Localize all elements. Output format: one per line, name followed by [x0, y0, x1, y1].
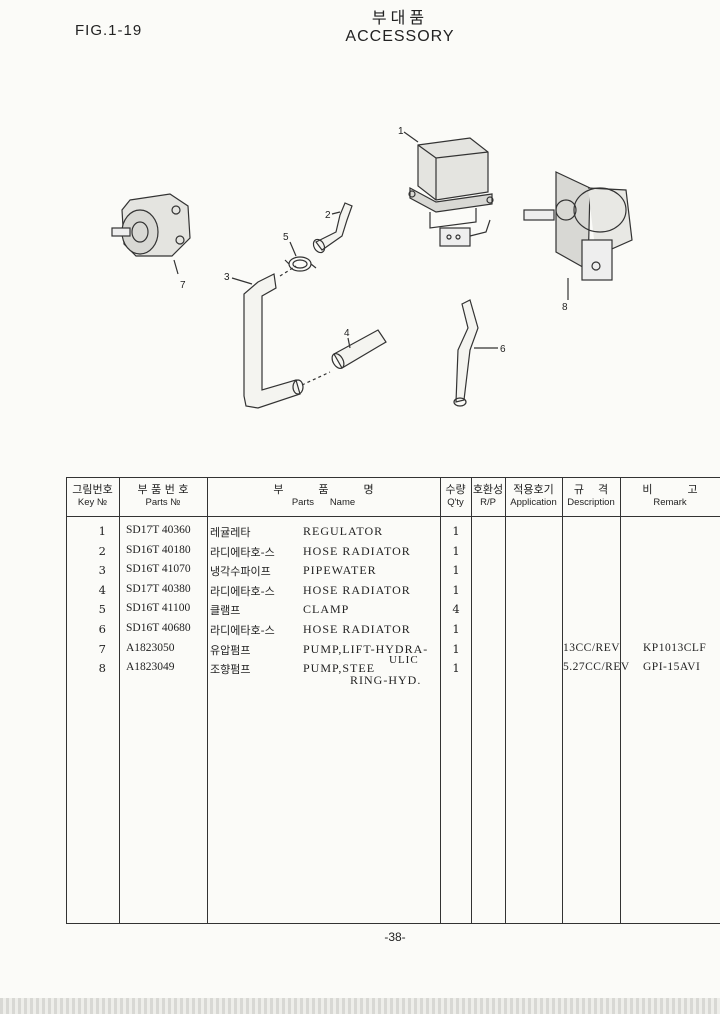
callout-1: 1	[398, 126, 404, 137]
row-key: 8	[98, 661, 106, 676]
row-quantity: 1	[452, 582, 460, 597]
table-top-rule	[66, 477, 720, 478]
row-key: 3	[98, 563, 106, 578]
table-row: 8 A1823049 조향펌프 PUMP,STEE 1 5.27CC/REV GPI-15A…	[66, 661, 720, 680]
row-part-number: SD16T 40180	[126, 543, 191, 556]
row-key: 6	[98, 622, 106, 636]
row-quantity: 1	[452, 641, 460, 656]
row-part-number: A1823049	[126, 661, 175, 674]
row-name-english: HOSE RADIATOR	[303, 582, 411, 597]
page-title-english: ACCESSORY	[345, 28, 455, 45]
page-number: -38-	[384, 930, 406, 944]
row-key: 7	[98, 641, 106, 656]
callout-7: 7	[180, 280, 186, 291]
callout-4: 4	[344, 328, 350, 339]
row-part-number: SD17T 40380	[126, 582, 191, 595]
row-name-korean: 유압펌프	[210, 643, 251, 657]
row-part-number: SD16T 41100	[126, 602, 191, 615]
row-key: 2	[98, 543, 106, 558]
row-name-korean: 라디에타호-스	[210, 584, 275, 598]
table-row: 1 SD17T 40360 레귤레타 REGULATOR 1	[66, 524, 720, 543]
hose-radiator-4-illustration	[331, 329, 387, 369]
callout-2: 2	[325, 210, 331, 221]
steering-pump-illustration	[523, 171, 633, 300]
table-row: 6 SD16T 40680 라디에타호-스 HOSE RADIATOR 1	[66, 622, 720, 641]
hose-radiator-6-illustration	[453, 299, 479, 407]
row-7-name-continuation: ULIC	[389, 654, 419, 666]
row-part-number: A1823050	[126, 641, 175, 654]
callout-3: 3	[224, 272, 230, 283]
row-name-english: REGULATOR	[303, 524, 384, 538]
row-name-english: PIPEWATER	[303, 563, 377, 578]
row-8-name-continuation: RING-HYD.	[350, 673, 422, 687]
lift-pump-illustration	[111, 193, 191, 275]
row-part-number: SD17T 40360	[126, 524, 191, 536]
row-name-korean: 레귤레타	[210, 526, 251, 539]
row-key: 4	[98, 582, 106, 597]
row-name-english: HOSE RADIATOR	[303, 543, 411, 558]
row-name-korean: 라디에타호-스	[210, 624, 275, 637]
table-row: 7 A1823050 유압펌프 PUMP,LIFT-HYDRA- 1 13CC/REV KP…	[66, 642, 720, 661]
row-quantity: 1	[452, 661, 460, 676]
scan-edge	[0, 998, 720, 1014]
row-name-english: PUMP,LIFT-HYDRA-	[303, 641, 429, 656]
row-name-korean: 냉각수파이프	[210, 565, 271, 579]
table-row: 5 SD16T 41100 클램프 CLAMP 4	[66, 602, 720, 621]
row-quantity: 1	[452, 563, 460, 578]
table-row: 2 SD16T 40180 라디에타호-스 HOSE RADIATOR 1	[66, 544, 720, 563]
pipe-water-illustration	[243, 265, 331, 409]
clamp-illustration	[284, 256, 317, 272]
callout-8: 8	[562, 302, 568, 313]
row-quantity: 1	[452, 622, 460, 636]
row-name-english: PUMP,STEE	[303, 661, 376, 676]
row-part-number: SD16T 40680	[126, 622, 191, 634]
table-bottom-rule	[66, 923, 720, 924]
row-name-korean: 클램프	[210, 604, 241, 618]
table-header-rule	[66, 516, 720, 517]
row-quantity: 1	[452, 543, 460, 558]
row-name-english: CLAMP	[303, 602, 350, 617]
row-part-number: SD16T 41070	[126, 563, 191, 576]
row-key: 1	[98, 524, 106, 538]
table-row: 4 SD17T 40380 라디에타호-스 HOSE RADIATOR 1	[66, 583, 720, 602]
row-key: 5	[98, 602, 106, 617]
row-description: 13CC/REV	[563, 641, 621, 654]
hose-radiator-2-illustration	[312, 202, 353, 254]
page-title-korean: 부대품	[371, 8, 429, 27]
row-remark: GPI-15AVI	[643, 661, 701, 674]
row-quantity: 1	[452, 524, 460, 538]
parts-diagram: 1 2 3 4 5 6 7 8	[111, 126, 633, 409]
row-name-korean: 조향펌프	[210, 663, 251, 677]
table-row: 3 SD16T 41070 냉각수파이프 PIPEWATER 1	[66, 563, 720, 582]
row-name-korean: 라디에타호-스	[210, 545, 275, 559]
row-name-english: HOSE RADIATOR	[303, 622, 411, 636]
regulator-illustration	[408, 137, 494, 247]
row-remark: KP1013CLF	[643, 641, 707, 654]
row-quantity: 4	[452, 602, 460, 617]
callout-5: 5	[283, 232, 289, 243]
figure-label: FIG.1-19	[75, 22, 143, 39]
row-description: 5.27CC/REV	[563, 661, 630, 674]
callout-6: 6	[500, 344, 506, 355]
